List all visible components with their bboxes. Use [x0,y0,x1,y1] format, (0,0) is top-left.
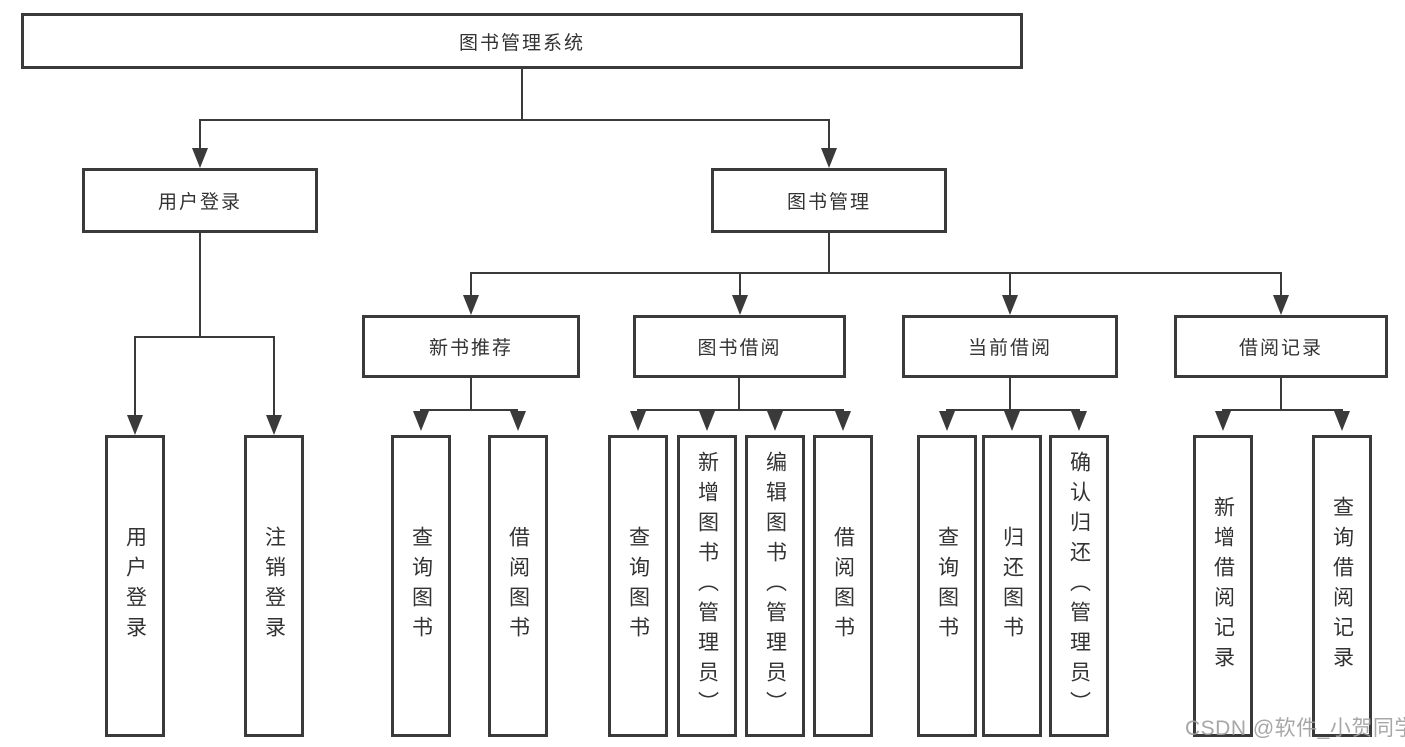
node-user-login: 用户登录 [82,168,318,233]
leaf-edit-book-admin: 编辑图书（管理员） [745,435,805,737]
connector-line [1280,272,1282,299]
leaf-label: 用户登录 [123,526,147,646]
leaf-label: 归还图书 [1000,526,1024,646]
node-library-system: 图书管理系统 [21,13,1023,69]
connector-line [134,336,136,418]
leaf-return-books: 归还图书 [982,435,1042,737]
leaf-user-login: 用户登录 [105,435,165,737]
connector-line [946,409,1080,411]
node-label: 借阅记录 [1238,338,1323,359]
arrow-down-icon [266,415,282,435]
leaf-query-books-current: 查询图书 [917,435,977,737]
leaf-add-borrow-record: 新增借阅记录 [1193,435,1253,737]
node-label: 图书管理系统 [458,32,585,54]
node-label: 新书推荐 [428,338,513,359]
connector-line [521,69,523,119]
leaf-label: 新增借阅记录 [1211,496,1235,676]
connector-line [1222,409,1343,411]
connector-line [199,119,830,121]
csdn-watermark: CSDN @软件_小贺同学 [1185,717,1405,740]
connector-line [134,336,275,338]
connector-line [828,119,830,152]
arrow-down-icon [699,411,715,431]
leaf-label: 借阅图书 [831,526,855,646]
arrow-down-icon [835,411,851,431]
leaf-label: 注销登录 [262,526,286,646]
leaf-label: 查询图书 [935,526,959,646]
arrow-down-icon [510,411,526,431]
leaf-label: 编辑图书（管理员） [763,451,787,721]
leaf-label: 查询图书 [409,526,433,646]
leaf-borrow-books: 借阅图书 [813,435,873,737]
leaf-query-books-borrow: 查询图书 [608,435,668,737]
connector-line [739,272,741,299]
arrow-down-icon [1215,411,1231,431]
connector-line [199,233,201,336]
node-book-management: 图书管理 [711,168,947,233]
arrow-down-icon [413,411,429,431]
arrow-down-icon [767,411,783,431]
leaf-label: 查询图书 [626,526,650,646]
node-label: 当前借阅 [967,338,1052,359]
arrow-down-icon [630,411,646,431]
connector-line [1280,378,1282,411]
leaf-label: 新增图书（管理员） [695,451,719,721]
connector-line [199,119,201,152]
arrow-down-icon [1002,295,1018,315]
leaf-label: 确认归还（管理员） [1067,451,1091,721]
arrow-down-icon [732,295,748,315]
arrow-down-icon [1334,411,1350,431]
node-label: 图书借阅 [697,338,782,359]
node-label: 用户登录 [157,192,242,213]
arrow-down-icon [1273,295,1289,315]
connector-line [1009,378,1011,411]
leaf-query-borrow-record: 查询借阅记录 [1312,435,1372,737]
node-current-borrowing: 当前借阅 [902,315,1118,378]
leaf-logout: 注销登录 [244,435,304,737]
leaf-borrow-books-recommend: 借阅图书 [488,435,548,737]
arrow-down-icon [939,411,955,431]
arrow-down-icon [127,415,143,435]
leaf-query-books-recommend: 查询图书 [391,435,451,737]
arrow-down-icon [1004,411,1020,431]
connector-line [470,272,1282,274]
arrow-down-icon [463,295,479,315]
connector-line [637,409,844,411]
node-borrow-records: 借阅记录 [1174,315,1388,378]
leaf-label: 查询借阅记录 [1330,496,1354,676]
arrow-down-icon [192,148,208,168]
connector-line [828,233,830,272]
leaf-confirm-return-admin: 确认归还（管理员） [1049,435,1109,737]
node-book-borrowing: 图书借阅 [633,315,846,378]
connector-line [470,378,472,411]
connector-line [420,409,518,411]
node-new-book-recommend: 新书推荐 [362,315,580,378]
connector-line [1009,272,1011,299]
connector-line [273,336,275,418]
arrow-down-icon [821,148,837,168]
leaf-label: 借阅图书 [506,526,530,646]
connector-line [470,272,472,299]
arrow-down-icon [1071,411,1087,431]
leaf-add-book-admin: 新增图书（管理员） [677,435,737,737]
node-label: 图书管理 [786,192,871,213]
connector-line [738,378,740,411]
